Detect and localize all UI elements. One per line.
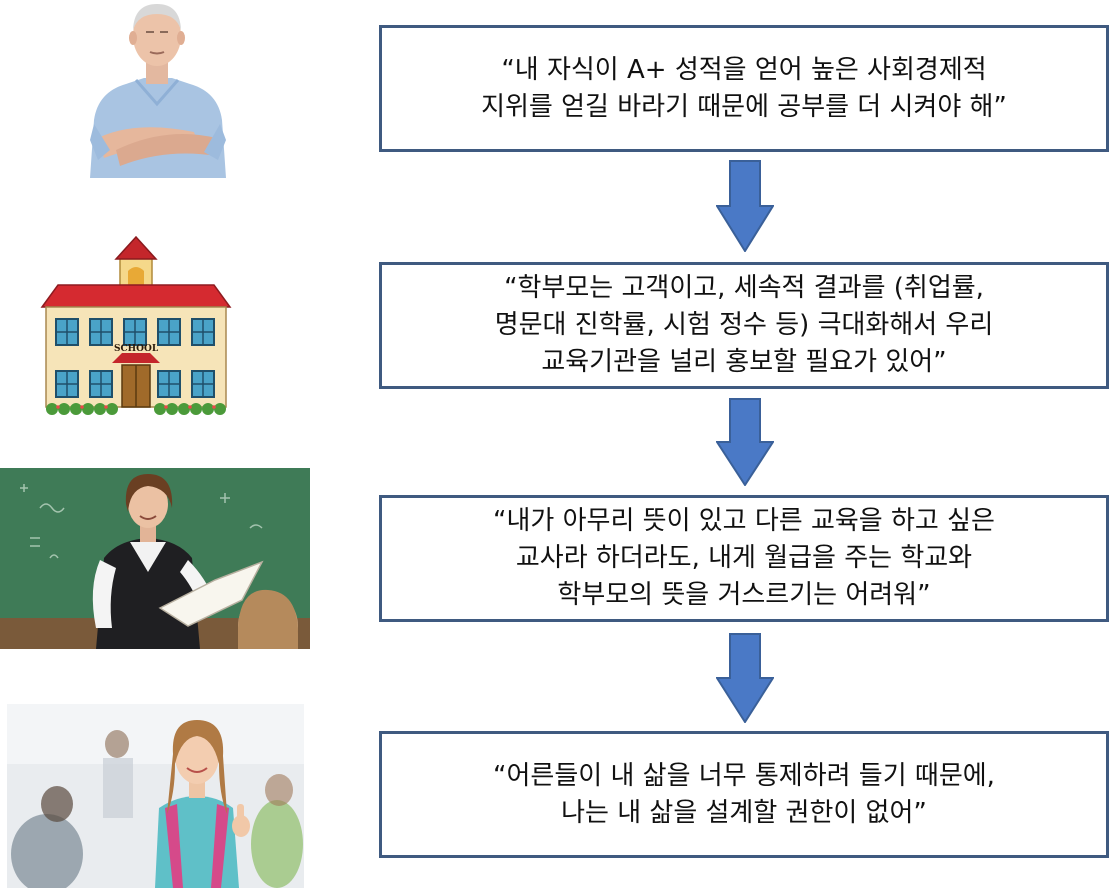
quote-text-school: “학부모는 고객이고, 세속적 결과를 (취업률, 명문대 진학률, 시험 정수… <box>494 273 994 377</box>
school-sign: SCHOOL <box>114 344 159 354</box>
quote-box-teacher: “내가 아무리 뜻이 있고 다른 교육을 하고 싶은 교사라 하더라도, 내게 … <box>379 495 1109 622</box>
down-arrow-icon <box>716 398 774 486</box>
school-building-illustration: SCHOOL <box>40 235 232 417</box>
quote-box-school: “학부모는 고객이고, 세속적 결과를 (취업률, 명문대 진학률, 시험 정수… <box>379 262 1109 389</box>
down-arrow-icon <box>716 633 774 723</box>
quote-text-teacher: “내가 아무리 뜻이 있고 다른 교육을 하고 싶은 교사라 하더라도, 내게 … <box>493 506 995 610</box>
quote-box-student: “어른들이 내 삶을 너무 통제하려 들기 때문에, 나는 내 삶을 설계할 권… <box>379 731 1109 858</box>
quote-text-student: “어른들이 내 삶을 너무 통제하려 들기 때문에, 나는 내 삶을 설계할 권… <box>493 760 995 828</box>
elderly-man-photo <box>76 0 238 178</box>
quote-text-parent: “내 자식이 A+ 성적을 얻어 높은 사회경제적 지위를 얻길 바라기 때문에… <box>481 54 1007 122</box>
quote-box-parent: “내 자식이 A+ 성적을 얻어 높은 사회경제적 지위를 얻길 바라기 때문에… <box>379 25 1109 152</box>
down-arrow-icon <box>716 160 774 252</box>
smiling-girl-student-photo <box>7 704 304 888</box>
teacher-classroom-photo <box>0 468 310 649</box>
